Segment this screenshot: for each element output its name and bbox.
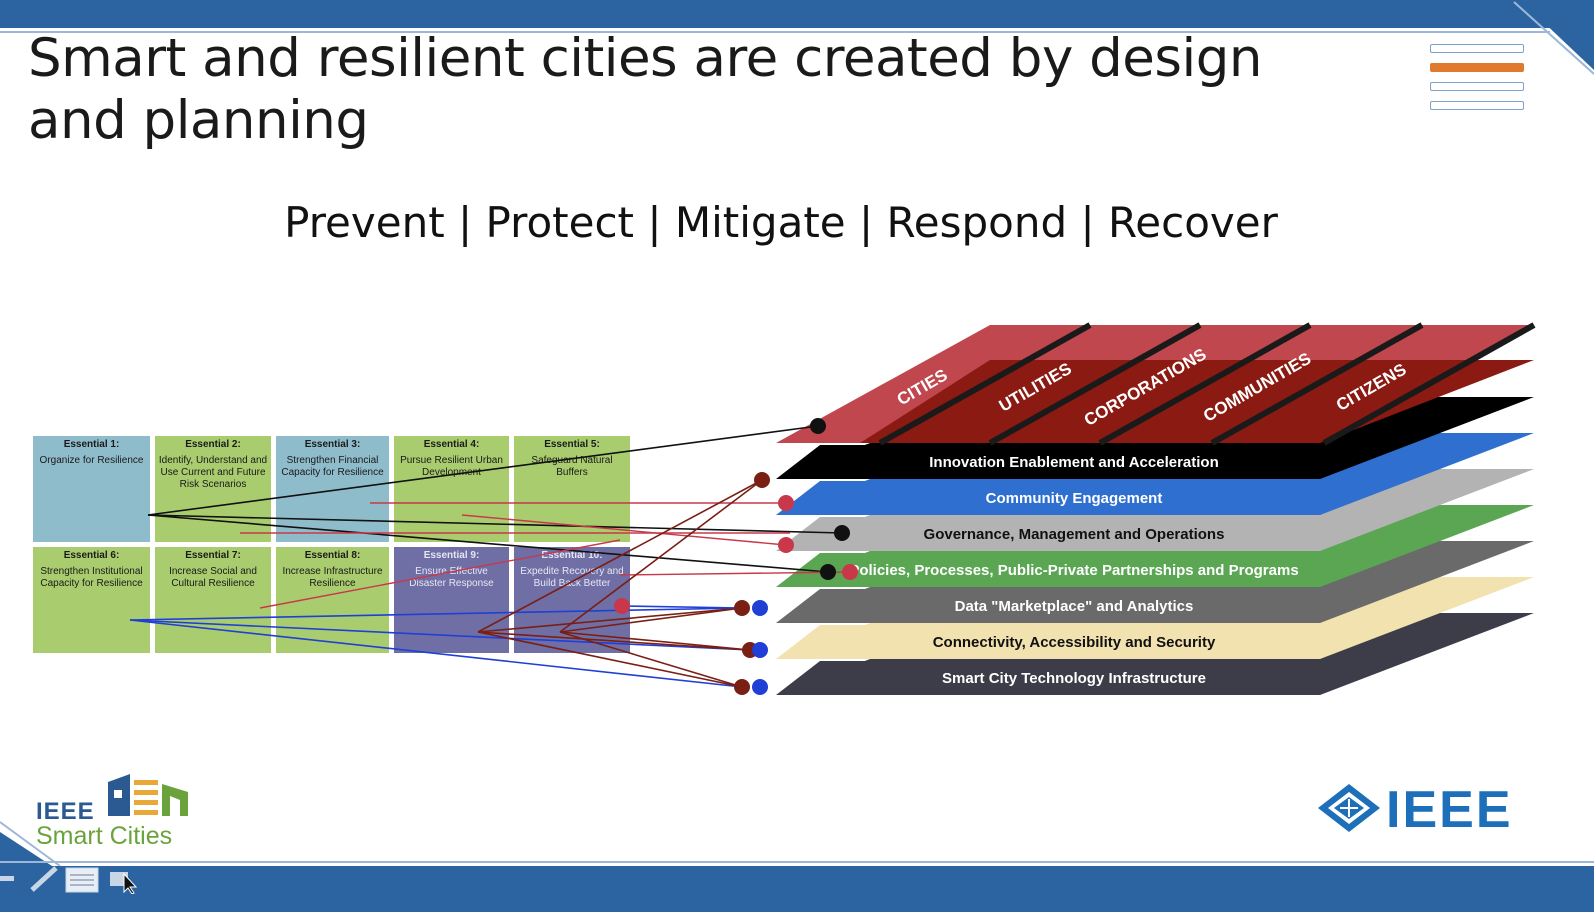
- connector-node: [614, 598, 630, 614]
- connector-node: [810, 418, 826, 434]
- black-connector: [147, 514, 829, 573]
- smart-cities-wordmark: Smart Cities: [36, 822, 173, 850]
- essential-8-box: Essential 8: Increase Infrastructure Resi…: [276, 547, 389, 653]
- nav-line-3[interactable]: [1430, 82, 1524, 91]
- bottom-left-corner-decoration: [0, 821, 61, 867]
- top-right-corner-decoration: [1513, 0, 1594, 75]
- smart-cities-ieee-wordmark: IEEE: [36, 798, 95, 825]
- essential-heading: Essential 9:: [423, 550, 480, 561]
- connector-node: [734, 600, 750, 616]
- slide-sorter-icon[interactable]: [110, 872, 138, 894]
- essential-heading: Essential 6:: [63, 550, 120, 561]
- stakeholder-divider: [878, 322, 1092, 446]
- darkred-connector: [477, 631, 743, 688]
- essential-6-box: Essential 6: Strengthen Institutional Cap…: [33, 547, 150, 653]
- connector-node: [752, 600, 768, 616]
- presentation-toolbar[interactable]: [0, 864, 160, 894]
- pen-icon[interactable]: [30, 866, 58, 892]
- darkred-connector: [477, 607, 743, 633]
- essential-7-box: Essential 7: Increase Social and Cultural…: [155, 547, 271, 653]
- essential-text: Expedite Recovery and Build Back Better: [520, 566, 624, 589]
- stakeholder-divider: [988, 322, 1202, 446]
- essential-heading: Essential 8:: [304, 550, 361, 561]
- notes-icon[interactable]: [65, 867, 99, 893]
- blue-connector: [129, 619, 751, 651]
- darkred-connector: [559, 631, 743, 688]
- layer-label: Governance, Management and Operations: [924, 526, 1225, 543]
- essential-text: Increase Infrastructure Resilience: [282, 566, 383, 589]
- essential-1-box: Essential 1: Organize for Resilience: [33, 436, 150, 542]
- bottom-divider: [0, 861, 1594, 863]
- darkred-connector: [477, 479, 763, 633]
- essential-heading: Essential 5:: [544, 439, 600, 450]
- darkred-connector: [559, 607, 743, 633]
- connector-node: [820, 564, 836, 580]
- layer-label: Data "Marketplace" and Analytics: [955, 598, 1194, 615]
- essential-text: Safeguard Natural Buffers: [531, 455, 613, 478]
- darkred-connector: [559, 631, 751, 651]
- layer-label: Policies, Processes, Public-Private Part…: [849, 562, 1298, 579]
- connector-node: [754, 472, 770, 488]
- layer-label: Smart City Technology Infrastructure: [942, 670, 1206, 687]
- nav-line-2-active[interactable]: [1430, 63, 1524, 72]
- red-connector: [619, 571, 851, 576]
- top-bar: [0, 0, 1594, 28]
- red-connector: [461, 514, 787, 546]
- slide-subtitle: Prevent | Protect | Mitigate | Respond |…: [284, 198, 1278, 247]
- ieee-diamond-icon: [1318, 784, 1380, 832]
- nav-line-4[interactable]: [1430, 101, 1524, 110]
- connector-node: [752, 679, 768, 695]
- stakeholder-divider: [1098, 322, 1312, 446]
- blue-connector: [621, 605, 743, 609]
- layer-label: Innovation Enablement and Acceleration: [929, 454, 1219, 471]
- back-arrow-icon[interactable]: [0, 876, 14, 881]
- essential-heading: Essential 7:: [185, 550, 241, 561]
- essential-heading: Essential 1:: [63, 439, 120, 450]
- essential-text: Organize for Resilience: [39, 455, 144, 466]
- blue-connector: [129, 607, 743, 621]
- connector-node: [842, 564, 858, 580]
- ieee-smart-cities-logo: IEEE Smart Cities: [36, 770, 206, 850]
- top-divider: [0, 31, 1550, 33]
- darkred-connector: [559, 479, 763, 633]
- stakeholder-divider: [1322, 322, 1536, 446]
- layer-label: Community Engagement: [986, 490, 1163, 507]
- connector-node: [834, 525, 850, 541]
- stakeholder-divider: [1210, 322, 1424, 446]
- essential-text: Increase Social and Cultural Resilience: [169, 566, 257, 589]
- essential-text: Identify, Understand and Use Current and…: [158, 455, 268, 490]
- layer-label: Connectivity, Accessibility and Security: [933, 634, 1216, 651]
- slide-title: Smart and resilient cities are created b…: [28, 28, 1262, 151]
- connector-node: [734, 679, 750, 695]
- bottom-bar: [0, 866, 1594, 912]
- darkred-connector: [477, 631, 751, 651]
- city-skyline-icon: [108, 774, 188, 816]
- connector-node: [752, 642, 768, 658]
- ieee-logo: IEEE: [1316, 780, 1536, 840]
- black-connector: [147, 425, 819, 516]
- connector-node: [778, 495, 794, 511]
- nav-line-1[interactable]: [1430, 44, 1524, 53]
- slide-navigation-menu[interactable]: [1430, 44, 1524, 120]
- red-connector: [259, 539, 621, 609]
- essential-heading: Essential 4:: [423, 439, 480, 450]
- essential-heading: Essential 3:: [304, 439, 361, 450]
- essential-heading: Essential 10:: [541, 550, 603, 561]
- ieee-wordmark: IEEE: [1386, 781, 1513, 839]
- essential-heading: Essential 2:: [185, 439, 241, 450]
- essential-text: Strengthen Institutional Capacity for Re…: [40, 566, 143, 589]
- essential-text: Pursue Resilient Urban Development: [400, 455, 503, 478]
- essential-3-box: Essential 3: Strengthen Financial Capacit…: [276, 436, 389, 542]
- blue-connector: [129, 619, 743, 688]
- black-connector: [147, 514, 843, 534]
- connector-node: [778, 537, 794, 553]
- essential-text: Strengthen Financial Capacity for Resili…: [281, 455, 384, 478]
